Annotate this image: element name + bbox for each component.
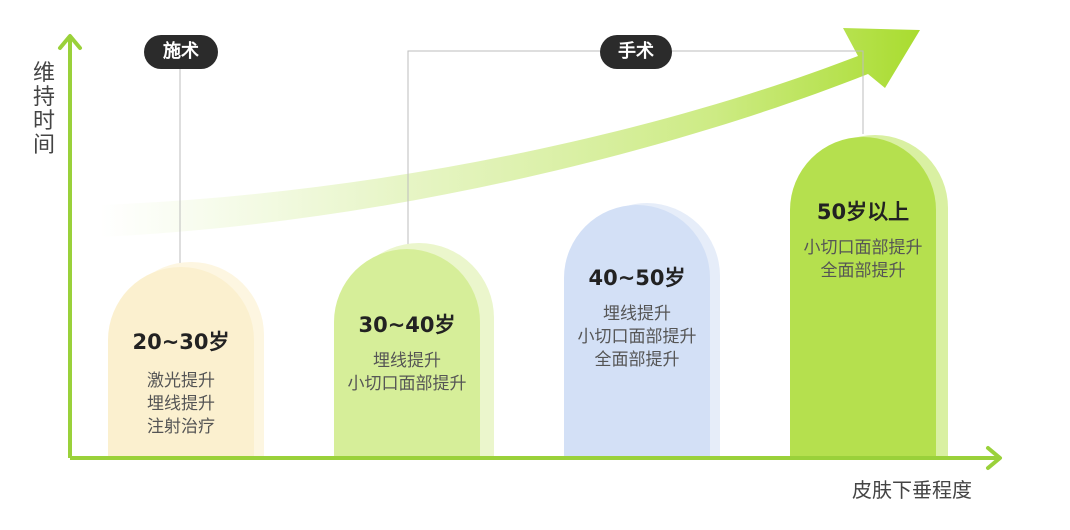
callout-procedure: 施术 <box>144 35 218 69</box>
stage-item: 激光提升 <box>147 371 215 391</box>
stage-item: 小切口面部提升 <box>803 238 923 258</box>
stage-item: 埋线提升 <box>147 394 215 414</box>
stage-age: 50岁以上 <box>816 200 910 224</box>
stage-item: 埋线提升 <box>603 304 671 324</box>
stage-bar-4 <box>790 135 948 457</box>
stage-item: 注射治疗 <box>147 417 215 437</box>
stage-item: 全面部提升 <box>594 350 680 370</box>
stage-item: 全面部提升 <box>820 261 906 281</box>
stage-item: 小切口面部提升 <box>577 327 697 347</box>
stage-label-1: 20~30岁 激光提升 埋线提升 注射治疗 <box>108 326 254 439</box>
y-axis-label: 维持时间 <box>32 61 55 158</box>
stage-label-3: 40~50岁 埋线提升 小切口面部提升 全面部提升 <box>564 262 710 372</box>
stage-age: 20~30岁 <box>132 330 230 354</box>
stage-label-4: 50岁以上 小切口面部提升 全面部提升 <box>790 196 936 283</box>
stage-bar-3 <box>564 203 720 457</box>
stage-label-2: 30~40岁 埋线提升 小切口面部提升 <box>334 309 480 396</box>
x-axis <box>70 446 1002 470</box>
stage-age: 40~50岁 <box>588 266 686 290</box>
callout-surgery: 手术 <box>600 35 672 69</box>
stage-bar-1 <box>108 262 264 457</box>
y-axis <box>58 34 82 458</box>
stage-age: 30~40岁 <box>358 313 456 337</box>
growth-arrow <box>100 28 920 237</box>
stage-item: 小切口面部提升 <box>347 374 467 394</box>
x-axis-label: 皮肤下垂程度 <box>852 478 972 502</box>
stage-bar-2 <box>334 243 494 457</box>
stage-item: 埋线提升 <box>373 351 441 371</box>
